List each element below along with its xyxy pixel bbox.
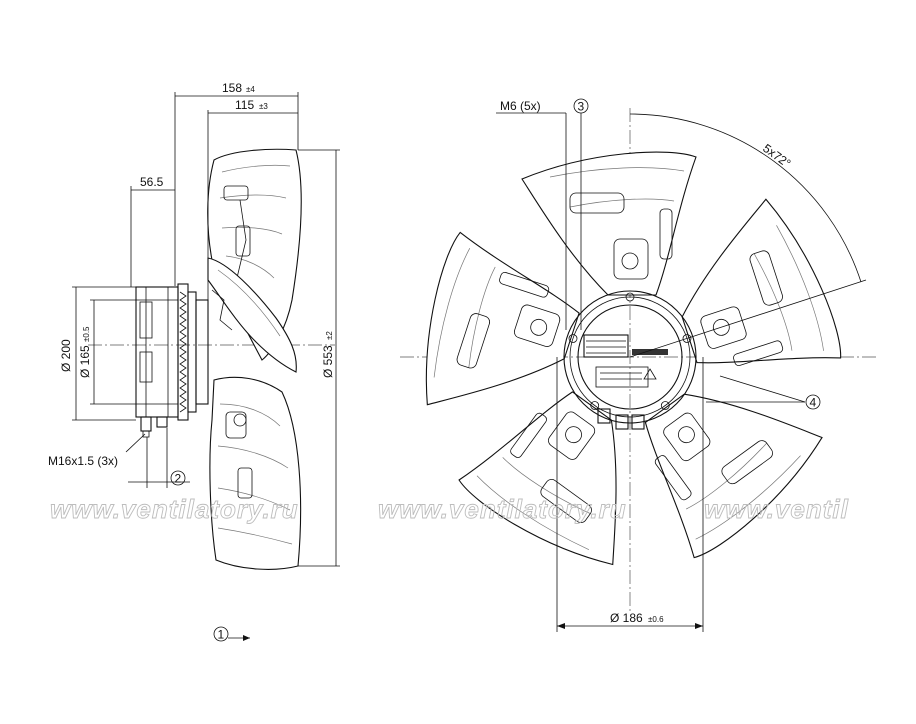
front-hub xyxy=(563,290,697,424)
callout-2 xyxy=(170,470,186,486)
dim-motor-dia: Ø 200 xyxy=(59,339,73,372)
svg-text:3: 3 xyxy=(578,100,585,114)
thread-label: M6 (5x) xyxy=(500,99,541,113)
angle-arc xyxy=(629,113,862,283)
dim-impeller-depth-tol: ±3 xyxy=(259,102,268,111)
blade-2 xyxy=(681,198,842,367)
watermark-1: www.ventilatory.ru xyxy=(50,494,299,524)
dim-impeller-dia-tol: ±2 xyxy=(325,331,334,340)
dim-bolt-circle-tol: ±0.6 xyxy=(648,615,664,624)
watermark-2: www.ventilatory.ru xyxy=(378,494,627,524)
watermark-3: www.ventil xyxy=(704,494,849,524)
callout-3 xyxy=(573,98,589,114)
svg-text:2: 2 xyxy=(175,472,182,486)
callout-1 xyxy=(213,626,229,642)
terminal-plate xyxy=(583,334,629,358)
blade-4 xyxy=(458,391,617,566)
dim-overall-depth: 158 xyxy=(222,81,242,95)
cable-gland-label: M16x1.5 (3x) xyxy=(48,454,118,468)
dim-flange-dia: Ø 165 xyxy=(78,345,92,378)
dim-overall-depth-tol: ±4 xyxy=(246,85,255,94)
blade-5 xyxy=(425,231,580,406)
angle-label: 5x72° xyxy=(760,141,793,171)
blade-1 xyxy=(521,151,697,296)
dim-motor-offset: 56.5 xyxy=(140,175,164,189)
svg-text:1: 1 xyxy=(218,628,225,642)
dim-flange-dia-tol: ±0.5 xyxy=(82,326,91,342)
dim-bolt-circle: Ø 186 xyxy=(610,611,643,625)
dim-impeller-depth: 115 xyxy=(235,98,254,112)
cable-gland xyxy=(140,416,152,432)
side-view: 158 ±4 115 ±3 56.5 Ø 200 Ø 165 ±0.5 Ø 55… xyxy=(48,81,340,642)
side-blade-lower xyxy=(209,376,302,570)
impeller-blades xyxy=(425,151,842,566)
dim-impeller-dia: Ø 553 xyxy=(321,345,335,378)
watermarks: www.ventilatory.ru www.ventilatory.ru ww… xyxy=(50,494,849,525)
impeller-hub xyxy=(195,299,209,405)
front-view: M6 (5x) 3 5x72° 4 Ø 186 ±0.6 xyxy=(400,98,878,632)
svg-text:4: 4 xyxy=(810,396,817,410)
callout-4 xyxy=(805,394,821,410)
blade-3 xyxy=(644,393,823,559)
